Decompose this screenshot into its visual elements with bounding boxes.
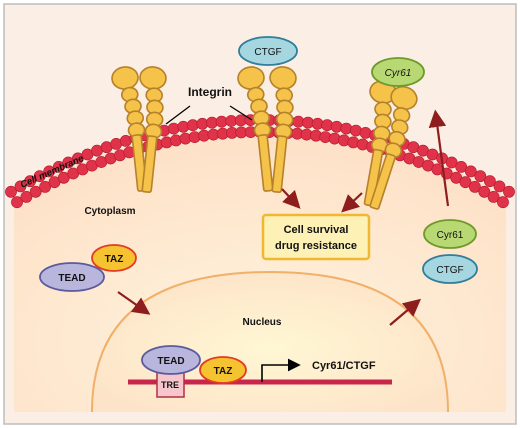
membrane-lipid-bead (24, 175, 36, 188)
taz-cytoplasm-ellipse (91, 244, 137, 272)
taz-nucleus-ellipse (199, 356, 247, 384)
tead-nucleus-ellipse (141, 345, 201, 375)
membrane-lipid-bead (5, 185, 17, 198)
ctgf-ligand-ellipse (238, 36, 298, 66)
cytoplasm-label: Cytoplasm (84, 206, 135, 217)
gene-label: Cyr61/CTGF (312, 360, 376, 372)
membrane-lipid-bead (11, 196, 23, 209)
tre-box (156, 371, 185, 398)
membrane-lipid-bead (497, 196, 509, 209)
tead-cytoplasm-label: TEAD (58, 273, 85, 284)
membrane-lipid-bead (29, 185, 42, 198)
membrane-lipid-bead (349, 124, 362, 137)
membrane-lipid-bead (455, 160, 468, 173)
cyr61-cytoplasm-label: Cyr61 (437, 230, 464, 241)
membrane-lipid-bead (330, 120, 343, 133)
membrane-lipid-bead (167, 122, 180, 135)
cyr61-ligand-ellipse (371, 57, 425, 87)
membrane-lipid-bead (464, 165, 477, 178)
ctgf-ligand-label: CTGF (254, 47, 281, 58)
cyr61-cytoplasm-ellipse (423, 219, 477, 249)
transcription-start-arrow (261, 358, 301, 382)
arrow-integrin-to-survival-left (281, 188, 301, 209)
membrane-lipid-bead (468, 180, 481, 193)
membrane-lipid-bead (483, 175, 496, 188)
cell-survival-line1: Cell survival (284, 224, 349, 236)
membrane-lipid-bead (487, 190, 500, 203)
cell-survival-box (261, 213, 371, 261)
ctgf-cytoplasm-ellipse (422, 254, 478, 284)
membrane-lipid-bead (43, 165, 56, 178)
membrane-lipid-bead (474, 170, 487, 183)
arrow-into-nucleus (117, 291, 151, 315)
integrin-pointer-left (165, 105, 191, 125)
membrane-lipid-bead (39, 180, 51, 193)
tead-nucleus-label: TEAD (157, 356, 184, 367)
membrane-lipid-bead (503, 185, 515, 198)
cell-survival-line2: drug resistance (275, 240, 357, 252)
tead-cytoplasm-ellipse (39, 262, 105, 292)
membrane-lipid-bead (20, 190, 33, 203)
membrane-lipid-bead (493, 180, 506, 193)
membrane-lipid-bead (340, 122, 353, 135)
membrane-lipid-bead (14, 180, 27, 193)
membrane-lipid-bead (459, 176, 472, 189)
taz-nucleus-label: TAZ (214, 366, 233, 377)
arrow-secretion (428, 109, 450, 207)
taz-cytoplasm-label: TAZ (105, 254, 124, 265)
membrane-lipid-bead (478, 185, 491, 198)
ctgf-cytoplasm-label: CTGF (436, 265, 463, 276)
tre-label: TRE (161, 380, 179, 390)
integrin-pointer-right (229, 105, 253, 121)
integrin-label: Integrin (188, 85, 232, 99)
nucleus-label: Nucleus (243, 317, 282, 328)
arrow-out-of-nucleus (389, 298, 422, 326)
membrane-lipid-bead (33, 170, 46, 183)
arrow-integrin-to-survival-right (341, 192, 363, 213)
cyr61-ligand-label: Cyr61 (385, 68, 412, 79)
